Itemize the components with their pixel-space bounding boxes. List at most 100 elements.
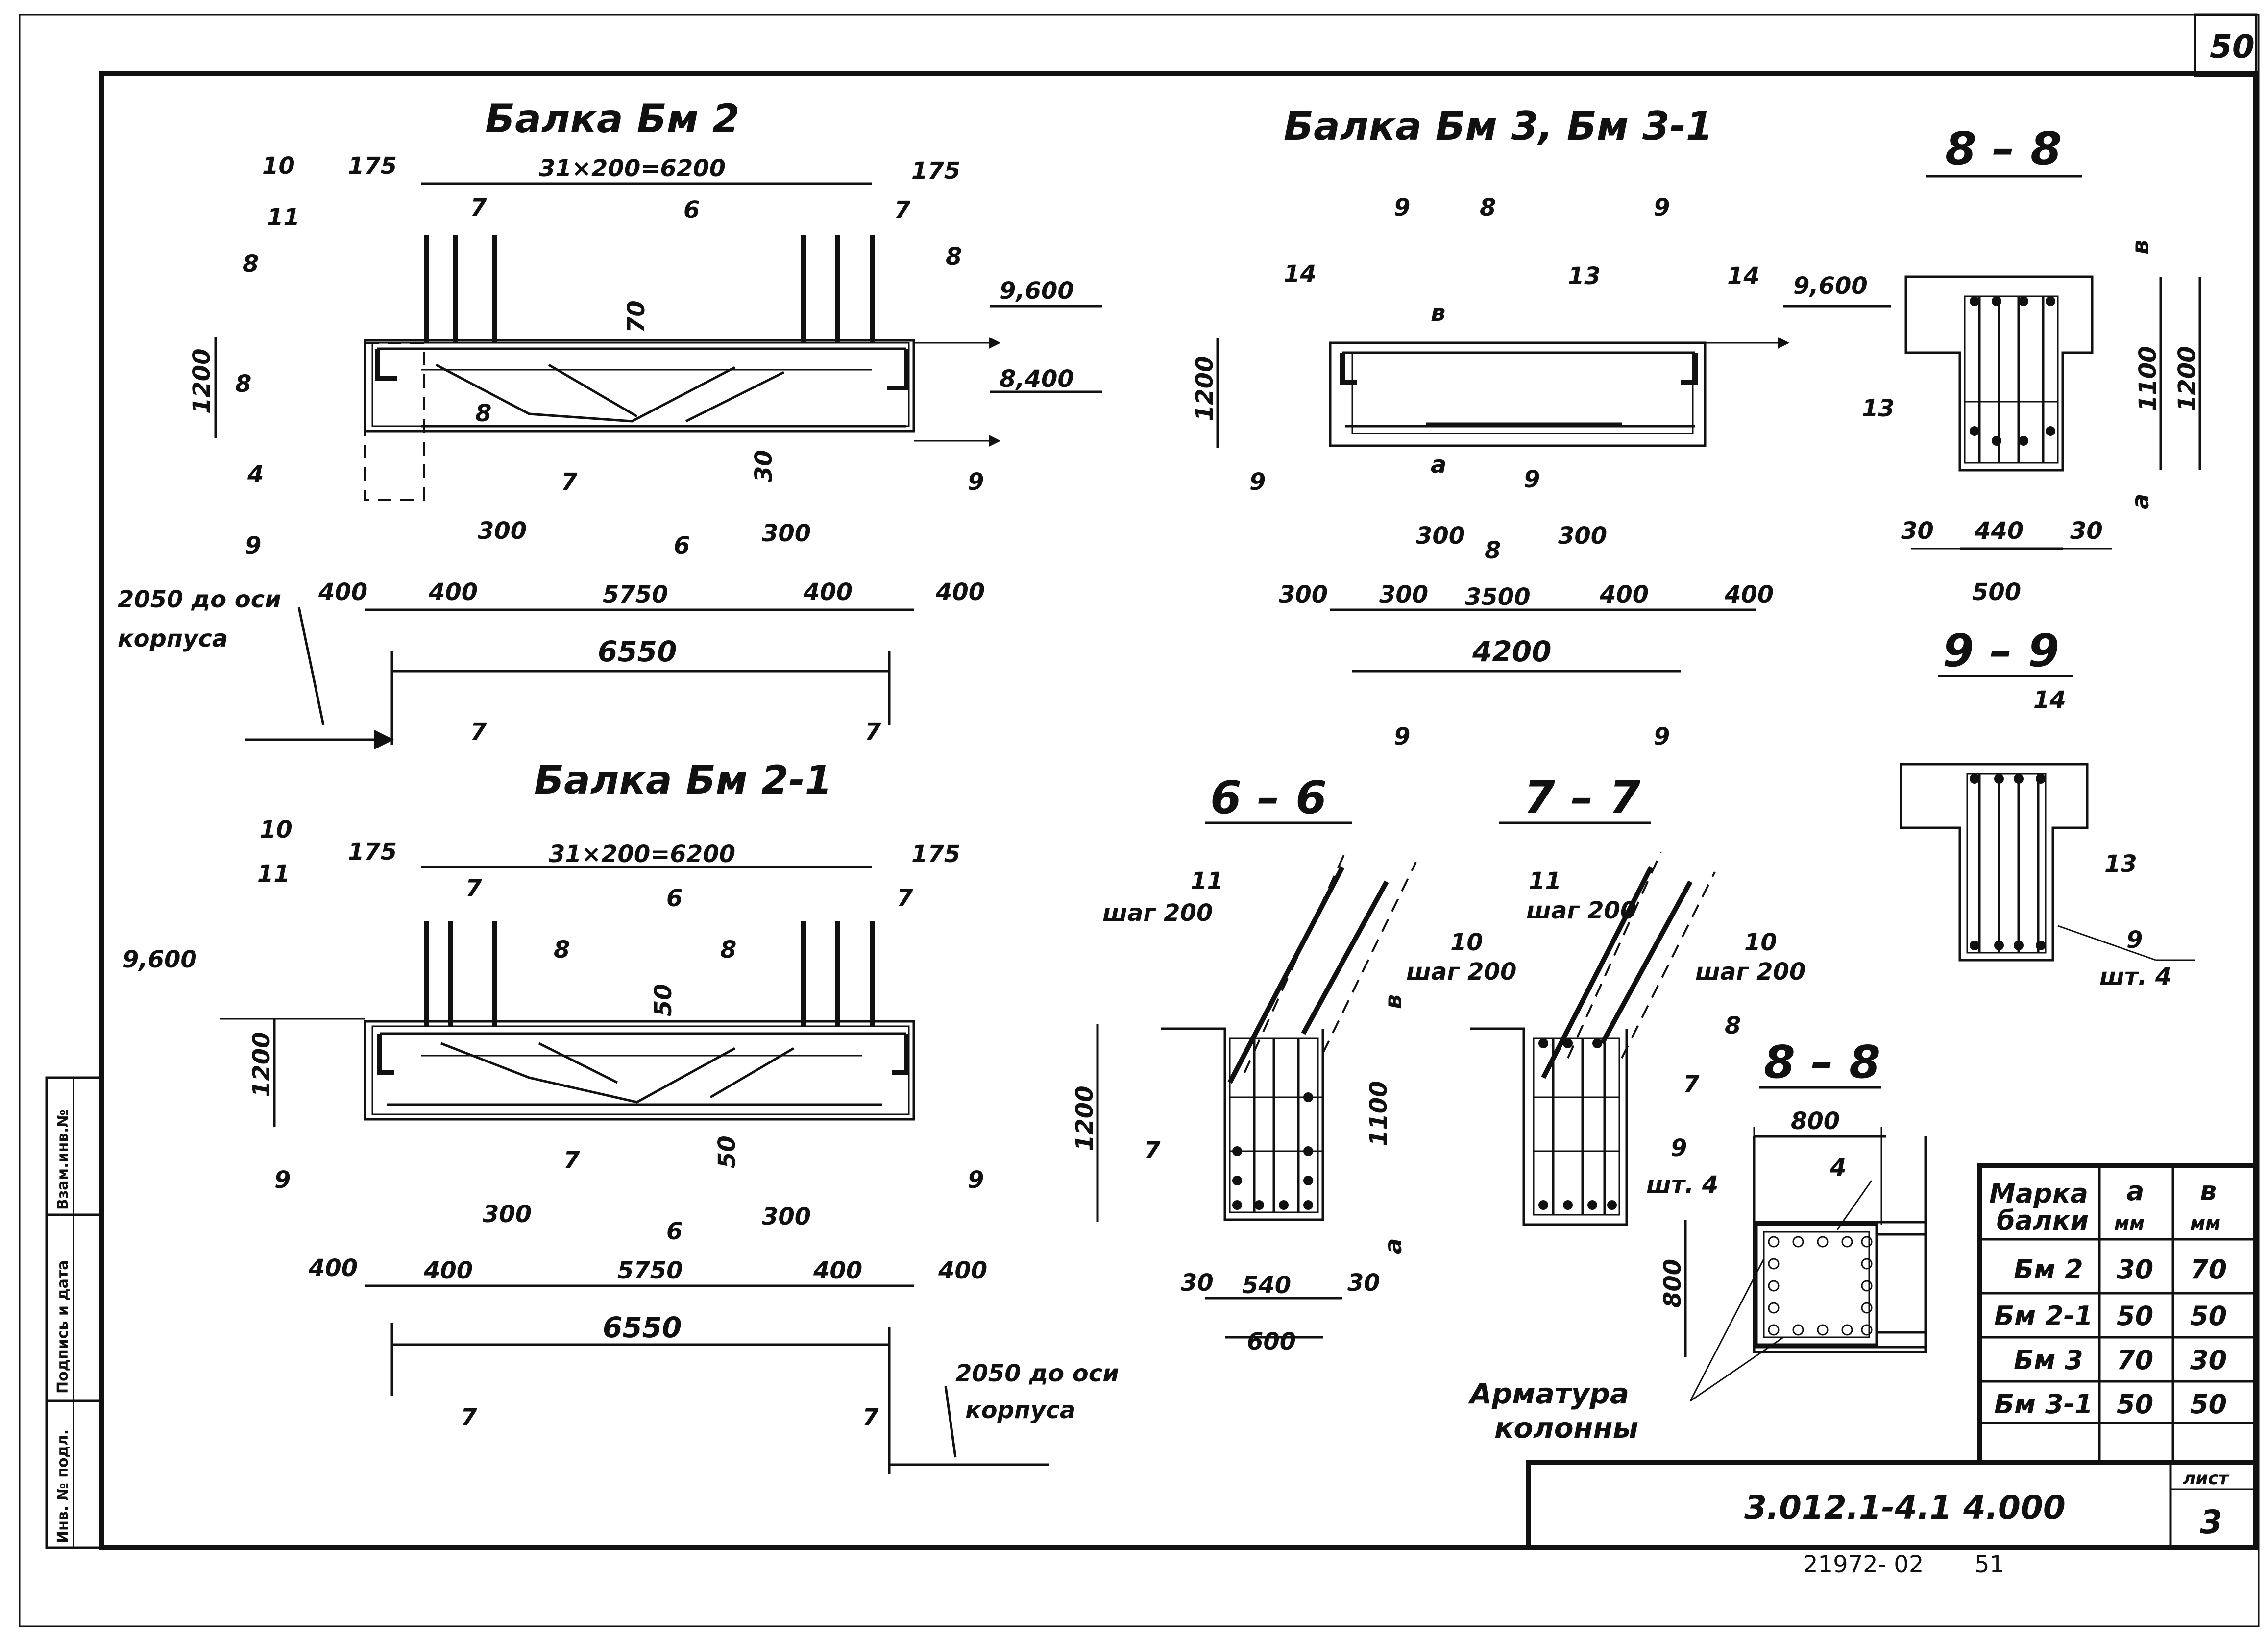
bm3-sec-9-br: 9 xyxy=(1654,723,1670,750)
bm2-mark-4: 4 xyxy=(247,461,264,488)
bm21-dim-175-left: 175 xyxy=(348,838,397,866)
s99-mark-9: 9 xyxy=(2126,926,2143,954)
bm3-sec-8-bottom: 8 xyxy=(1485,537,1501,564)
bm2-mark-7-c: 7 xyxy=(561,468,578,496)
bm2-dim-5750: 5750 xyxy=(603,581,668,608)
s66-dim-b: в xyxy=(1380,994,1407,1009)
bm21-dim-175-right: 175 xyxy=(911,841,960,868)
bm2-dim-300-right: 300 xyxy=(762,520,811,547)
bm21-axis-note-1: 2050 до оси xyxy=(955,1360,1119,1387)
bm3-mark-13: 13 xyxy=(1568,263,1601,290)
s88c-column-bars xyxy=(1768,1236,1873,1336)
bm3-dim-300-b: 300 xyxy=(1558,522,1607,550)
bm2-title: Балка Бм 2 xyxy=(485,96,740,142)
s99-bars xyxy=(1970,774,2046,950)
bm3-sec-9-tl: 9 xyxy=(1394,194,1410,221)
bm3-dim-1200: 1200 xyxy=(1191,356,1219,421)
bm21-title: Балка Бм 2-1 xyxy=(534,757,832,803)
bm2-mark-8-left: 8 xyxy=(243,250,259,278)
s77-mark-11-step: шаг 200 xyxy=(1526,897,1636,924)
archive-number: 21972- 02 xyxy=(1803,1551,1924,1578)
bm2-dim-30: 30 xyxy=(750,450,778,482)
section-7-7: 7 – 7 xyxy=(1470,772,1716,1226)
list-number: 3 xyxy=(2200,1503,2222,1541)
bm21-dim-400-d: 400 xyxy=(938,1257,987,1284)
s88-dim-1100: 1100 xyxy=(2134,346,2162,411)
table-row-3-a: 70 xyxy=(2117,1345,2153,1375)
bm2-sec-7-right: 7 xyxy=(865,718,881,746)
bm21-sec-7-tl: 7 xyxy=(465,875,482,902)
section-9-9: 9 – 9 xyxy=(1900,625,2195,962)
s88c-note-2: колонны xyxy=(1494,1411,1638,1445)
bm3-mark-14-right: 14 xyxy=(1727,263,1760,290)
bm3-dim-300-d: 300 xyxy=(1379,581,1428,608)
bm3-dim-400-a: 400 xyxy=(1599,581,1649,608)
bm3-dim-b: в xyxy=(1431,299,1445,327)
bm2-dim-6550: 6550 xyxy=(598,635,677,668)
bm2-mark-8-inner: 8 xyxy=(475,400,491,427)
bm2-dim-300-left: 300 xyxy=(478,517,527,545)
stamp-inventory: Инв. № подл. xyxy=(54,1429,72,1543)
s88-bars xyxy=(1970,296,2055,446)
table-row-4-b: 50 xyxy=(2190,1389,2227,1420)
bm3-sec-9-tr: 9 xyxy=(1654,194,1670,221)
bm2-dim-400-a: 400 xyxy=(318,579,367,606)
s77-bars xyxy=(1538,1038,1617,1210)
s66-dim-30-l: 30 xyxy=(1181,1269,1214,1297)
s66-bars xyxy=(1232,1092,1313,1210)
table-row-4-mark: Бм 3-1 xyxy=(1994,1389,2093,1420)
beam-bm3: Балка Бм 3, Бм 3-1 xyxy=(1216,103,1891,673)
bm2-sec-8: 8 xyxy=(235,370,251,398)
page-number: 50 xyxy=(2210,28,2255,66)
bm21-dim-5750: 5750 xyxy=(617,1257,683,1284)
s88c-dim-800-side: 800 xyxy=(1659,1259,1686,1308)
bm21-sec-7-tr: 7 xyxy=(897,885,913,912)
table-header-mark-2: балки xyxy=(1997,1205,2089,1236)
s88-dim-30-l: 30 xyxy=(1901,517,1934,545)
bm21-axis-note-2: корпуса xyxy=(965,1397,1075,1424)
table-header-b-1: в xyxy=(2200,1176,2217,1206)
bm21-sec-6-top: 6 xyxy=(666,885,683,912)
bm2-axis-note-1: 2050 до оси xyxy=(118,586,281,613)
section-8-8-column: 8 – 8 xyxy=(1684,1036,1927,1402)
s66-dim-a: а xyxy=(1380,1238,1407,1254)
section-6-6: 6 – 6 xyxy=(1096,772,1417,1339)
bm3-mark-9-left: 9 xyxy=(1249,468,1266,496)
s88-dim-1200: 1200 xyxy=(2173,346,2201,411)
bm3-sec-9-bl: 9 xyxy=(1394,723,1410,750)
bm21-dim-50-top: 50 xyxy=(650,984,677,1016)
s66-dim-1100: 1100 xyxy=(1365,1081,1392,1146)
s99-mark-13: 13 xyxy=(2104,850,2137,878)
archive-page: 51 xyxy=(1975,1551,2004,1578)
bm21-mark-11: 11 xyxy=(257,860,290,888)
bm2-dim-1200: 1200 xyxy=(188,348,216,414)
s77-mark-9-qty: шт. 4 xyxy=(1646,1171,1718,1199)
table-header-a-2: мм xyxy=(2114,1212,2145,1234)
bm3-level-top: 9,600 xyxy=(1793,272,1868,300)
bm2-dim-400-d: 400 xyxy=(935,579,985,606)
bm2-dim-400-c: 400 xyxy=(803,579,853,606)
s88c-mark-4: 4 xyxy=(1829,1154,1846,1182)
bm3-dim-a: а xyxy=(1431,451,1446,479)
bm2-sec-6-bottom: 6 xyxy=(674,532,690,559)
bm2-mark-9-left: 9 xyxy=(245,532,261,559)
bm21-dim-6550: 6550 xyxy=(603,1311,682,1344)
bm2-mark-8-right: 8 xyxy=(946,243,962,270)
bm2-dim-70: 70 xyxy=(623,300,650,333)
bm21-level-top: 9,600 xyxy=(122,946,197,973)
bm21-mark-8-b: 8 xyxy=(720,936,736,964)
bm21-dim-1200: 1200 xyxy=(248,1032,275,1097)
table-header-a-1: а xyxy=(2126,1176,2144,1206)
s66-mark-11: 11 xyxy=(1191,868,1223,895)
bm21-dim-400-b: 400 xyxy=(423,1257,473,1284)
document-code: 3.012.1-4.1 4.000 xyxy=(1744,1489,2066,1526)
s66-dim-540: 540 xyxy=(1242,1272,1291,1299)
s66-dim-1200: 1200 xyxy=(1071,1085,1098,1151)
bm21-sec-7-bl: 7 xyxy=(461,1404,477,1431)
table-row-1-a: 30 xyxy=(2117,1254,2153,1285)
bm2-mark-7-a: 7 xyxy=(470,194,487,221)
s77-title: 7 – 7 xyxy=(1524,772,1640,824)
bm21-sec-7-br: 7 xyxy=(862,1404,879,1431)
bm21-mark-9-right: 9 xyxy=(968,1166,984,1194)
